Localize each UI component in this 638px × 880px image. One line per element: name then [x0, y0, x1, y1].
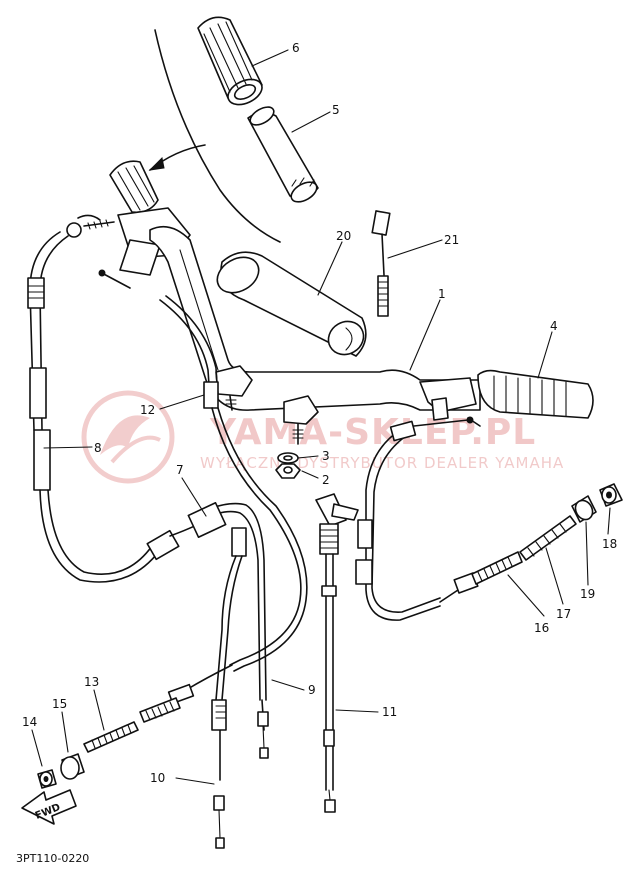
leader-lines — [31, 49, 611, 785]
callout-12: 12 — [140, 403, 155, 417]
grip-part-6 — [197, 16, 263, 106]
callout-7: 7 — [176, 463, 184, 477]
inset-detail — [148, 16, 319, 243]
watermark-logo-icon — [81, 390, 175, 484]
callout-15: 15 — [52, 697, 67, 711]
cap-part-15 — [60, 753, 85, 780]
fwd-arrow-icon: FWD — [21, 789, 77, 825]
grip-part-20 — [216, 251, 367, 357]
inset-arrow-head — [148, 156, 165, 171]
diagram-code: 3PT110-0220 — [16, 852, 89, 865]
callout-8: 8 — [94, 441, 102, 455]
throttle-cable-right — [355, 416, 474, 621]
adjuster-part-16 — [439, 551, 523, 603]
cap-part-14 — [37, 769, 57, 789]
watermark-brand: YAMA-SKLEP.PL — [209, 412, 536, 453]
bolt-part-21 — [371, 210, 391, 317]
callout-9: 9 — [308, 683, 316, 697]
callout-6: 6 — [292, 41, 300, 55]
adjuster-screw — [77, 214, 101, 221]
callout-17: 17 — [556, 607, 571, 621]
callout-18: 18 — [602, 537, 617, 551]
callout-14: 14 — [22, 715, 37, 729]
washer-part-3 — [277, 452, 299, 464]
throttle-cable-part-7 — [159, 295, 308, 701]
cable-adjuster-part-13 — [83, 664, 233, 753]
sleeve-part-5 — [247, 106, 319, 203]
callout-10: 10 — [150, 771, 165, 785]
callout-4: 4 — [550, 319, 558, 333]
cap-part-19 — [571, 495, 597, 523]
callout-2: 2 — [322, 473, 330, 487]
callouts: 6 5 1 4 20 21 3 2 12 8 7 9 10 11 13 15 1… — [22, 41, 617, 785]
cable-part-11 — [315, 493, 359, 813]
cap-part-18 — [599, 483, 623, 507]
callout-3: 3 — [322, 449, 330, 463]
callout-5: 5 — [332, 103, 340, 117]
adjuster-part-17 — [519, 515, 577, 561]
callout-1: 1 — [438, 287, 446, 301]
callout-21: 21 — [444, 233, 459, 247]
nut-part-2 — [275, 463, 301, 479]
callout-20: 20 — [336, 229, 351, 243]
callout-16: 16 — [534, 621, 549, 635]
callout-13: 13 — [84, 675, 99, 689]
clutch-cable-part-8 — [27, 231, 216, 583]
cable-part-9 — [257, 699, 269, 759]
callout-11: 11 — [382, 705, 397, 719]
inset-border-line — [154, 29, 281, 243]
cable-part-10 — [211, 699, 227, 849]
handlebar-holders — [215, 365, 319, 445]
callout-19: 19 — [580, 587, 595, 601]
